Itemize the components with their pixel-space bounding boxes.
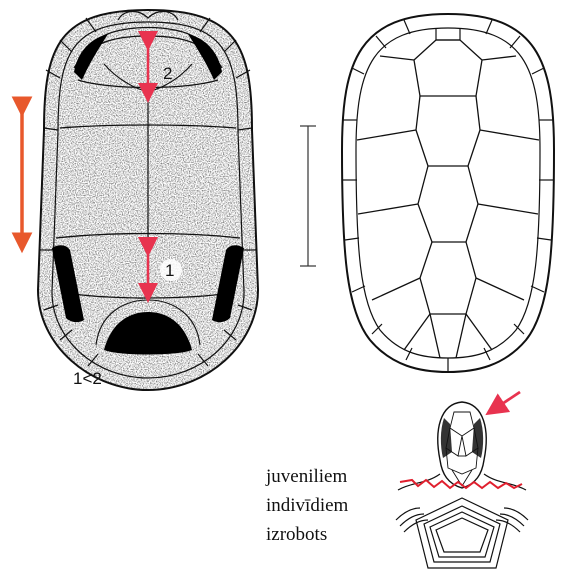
turtle-plastron-icon: 2 1 — [30, 0, 270, 400]
scale-bar — [300, 126, 316, 266]
comparison-label: 1<2 — [73, 369, 102, 388]
measure-label-1: 1 — [165, 261, 174, 280]
pointer-arrow — [490, 392, 520, 412]
caption-line-2: indivīdiem — [266, 495, 349, 516]
caption-line-3: izrobots — [266, 524, 327, 545]
measure-label-2: 2 — [163, 64, 172, 83]
juvenile-head-icon — [396, 402, 528, 568]
caption-line-1: juveniliem — [265, 466, 347, 487]
turtle-carapace-icon — [342, 14, 554, 372]
